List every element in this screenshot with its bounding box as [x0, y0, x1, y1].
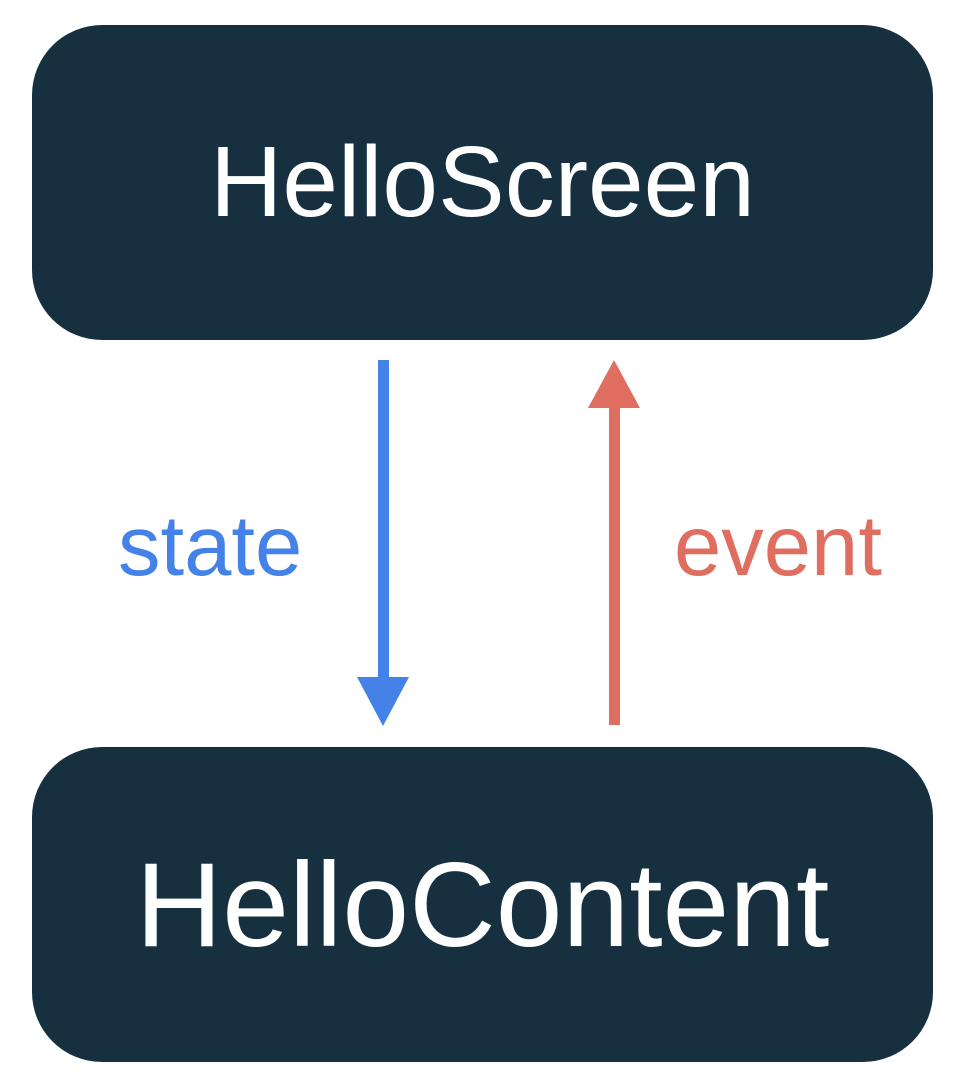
event-arrow-shaft	[609, 407, 620, 725]
state-arrow-head	[357, 677, 409, 726]
state-label: state	[118, 499, 303, 594]
node-hello-content-label: HelloContent	[135, 837, 830, 972]
state-arrow-shaft	[378, 360, 389, 678]
event-arrow-head	[588, 360, 640, 408]
state-arrow-down-icon	[357, 360, 409, 726]
event-arrow-up-icon	[588, 360, 640, 725]
node-hello-content: HelloContent	[32, 747, 933, 1062]
node-hello-screen-label: HelloScreen	[210, 126, 755, 238]
node-hello-screen: HelloScreen	[32, 25, 933, 340]
event-label: event	[674, 499, 882, 594]
